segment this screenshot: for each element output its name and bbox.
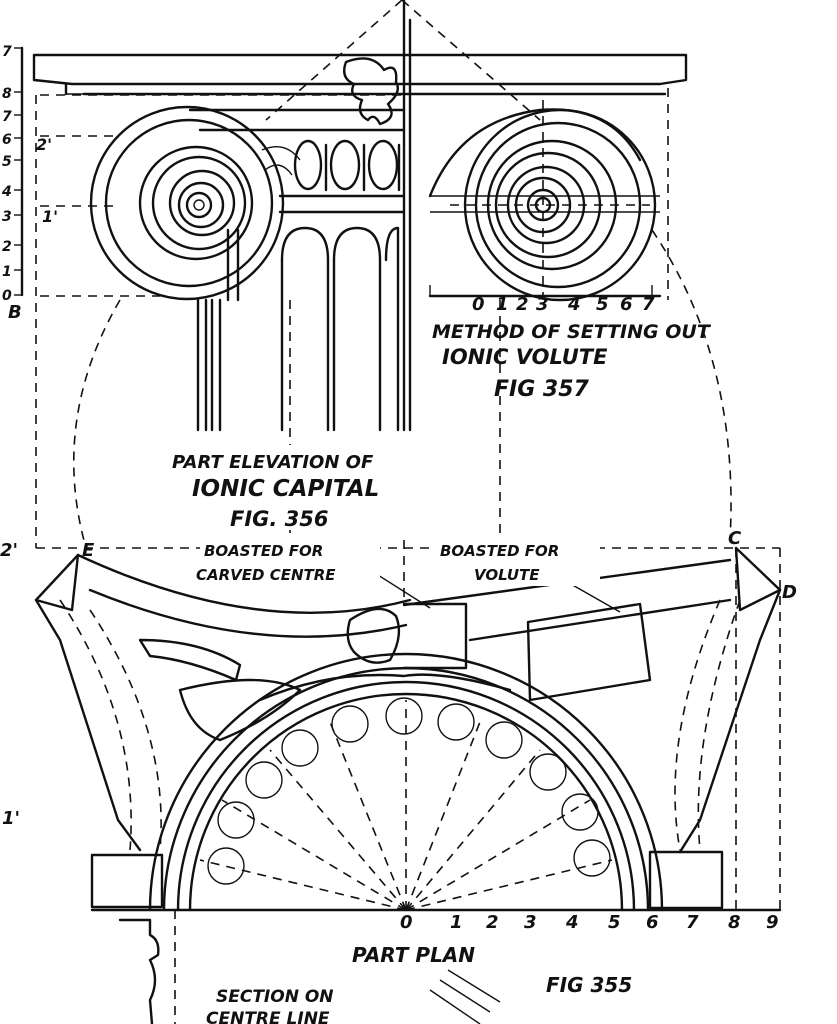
- plan-rays: [199, 700, 613, 911]
- plan-labels: E C D BOASTED FOR CARVED CENTRE BOASTED …: [82, 528, 797, 997]
- caption-line: IONIC CAPITAL: [192, 476, 379, 502]
- scale-num: 2: [516, 294, 529, 315]
- column-shaft: [196, 226, 400, 432]
- margin-num: 3: [2, 209, 12, 225]
- plan-scale-num: 7: [686, 912, 699, 933]
- plan-group: [34, 540, 782, 1024]
- dim-label: 2': [36, 135, 52, 154]
- margin-num: 5: [2, 154, 12, 170]
- fig357-scale-numbers: 0 1 2 3 4 5 6 7: [472, 294, 655, 315]
- side-label: 2': [0, 540, 18, 561]
- scale-num: 5: [596, 294, 609, 315]
- scale-num: 4: [567, 294, 581, 315]
- caption-line: CENTRE LINE: [206, 1009, 330, 1024]
- side-label: 1': [2, 808, 20, 829]
- point-b-label: B: [8, 302, 22, 323]
- scale-num: 3: [536, 294, 549, 315]
- plan-scale-num: 0: [400, 912, 413, 933]
- margin-num: 4: [1, 184, 12, 200]
- left-volute: [89, 105, 285, 301]
- point-c-label: C: [728, 528, 742, 549]
- caption-line: METHOD OF SETTING OUT: [432, 321, 712, 343]
- fig-label: FIG 357: [494, 377, 590, 402]
- note-line: VOLUTE: [474, 566, 540, 584]
- plan-scale-num: 3: [524, 912, 537, 933]
- elevation-group: 0 1 2 3 4 5 6 7: [32, 0, 732, 549]
- plan-scale-num: 2: [486, 912, 499, 933]
- caption-line: PART ELEVATION OF: [172, 452, 374, 473]
- note-line: CARVED CENTRE: [196, 566, 336, 584]
- dim-label: 1': [42, 207, 58, 226]
- scale-num: 1: [496, 294, 509, 315]
- section-caption: SECTION ON CENTRE LINE: [206, 987, 334, 1024]
- plan-scale-num: 8: [728, 912, 741, 933]
- plan-caption: PART PLAN: [352, 943, 475, 967]
- margin-num: 6: [2, 132, 12, 148]
- point-e-label: E: [82, 540, 95, 561]
- margin-num: 7: [2, 109, 12, 125]
- plan-eggs: [207, 697, 611, 885]
- right-volute-construction: [428, 100, 662, 302]
- point-d-label: D: [782, 582, 797, 603]
- left-margin-scale: 7 8 7 6 5 4 3 2 1 0 2' 1' B 2' 1': [0, 44, 58, 829]
- fig357-caption: METHOD OF SETTING OUT IONIC VOLUTE FIG 3…: [432, 321, 712, 402]
- acanthus-leaf: [343, 57, 399, 126]
- caption-line: IONIC VOLUTE: [442, 345, 608, 369]
- plan-scale-num: 4: [565, 912, 579, 933]
- margin-num: 7: [2, 44, 12, 60]
- plan-scale-num: 1: [450, 912, 463, 933]
- margin-num: 1: [2, 264, 12, 280]
- abacus: [32, 53, 688, 86]
- fig-label: FIG. 356: [230, 507, 329, 531]
- scale-num: 0: [472, 294, 485, 315]
- fig356-caption: PART ELEVATION OF IONIC CAPITAL FIG. 356: [170, 445, 395, 531]
- margin-num: 2: [2, 239, 12, 255]
- plan-fig-label: FIG 355: [546, 973, 632, 997]
- plan-scale-num: 5: [608, 912, 621, 933]
- plan-scale-num: 6: [646, 912, 659, 933]
- margin-num: 0: [2, 288, 12, 304]
- margin-num: 8: [2, 86, 12, 102]
- scale-num: 7: [642, 294, 655, 315]
- scale-num: 6: [620, 294, 633, 315]
- caption-line: SECTION ON: [216, 987, 334, 1007]
- egg-and-dart: [261, 139, 401, 192]
- plan-scale-num: 9: [766, 912, 779, 933]
- note-line: BOASTED FOR: [204, 542, 323, 560]
- note-line: BOASTED FOR: [440, 542, 559, 560]
